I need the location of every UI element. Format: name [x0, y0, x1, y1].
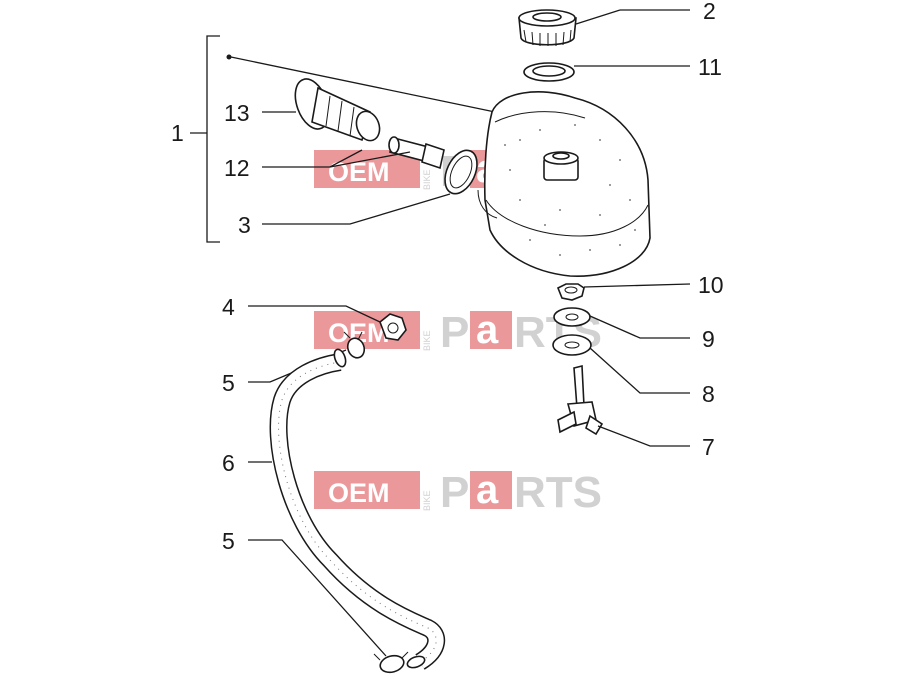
- callout-4: 4: [222, 294, 235, 320]
- leader-4: [248, 305, 381, 323]
- leader-10: [583, 283, 691, 288]
- hose-clip-upper[interactable]: [343, 331, 367, 360]
- callout-5-lower: 5: [222, 528, 235, 554]
- assembly-bracket: [206, 35, 220, 243]
- leader-5b: [248, 539, 387, 657]
- callout-11: 11: [698, 54, 722, 80]
- oil-hose[interactable]: [269, 348, 446, 670]
- callout-1: 1: [171, 120, 184, 146]
- watermark-bike-text: BIKE: [422, 490, 432, 511]
- watermark-p-text: P: [440, 308, 469, 357]
- assembly-dot: [226, 54, 232, 60]
- callout-8: 8: [702, 381, 715, 407]
- callout-12: 12: [224, 155, 250, 181]
- washer-8[interactable]: [552, 334, 592, 356]
- callout-5-upper: 5: [222, 370, 235, 396]
- leader-3: [262, 193, 451, 225]
- watermark-a-text: a: [476, 468, 499, 512]
- watermark-bottom: OEM BIKE P a RTS: [314, 468, 602, 517]
- leader-2: [575, 9, 621, 25]
- watermark-bike-text: BIKE: [422, 169, 432, 190]
- watermark-bike-text: BIKE: [422, 330, 432, 351]
- callout-13: 13: [224, 100, 250, 126]
- oil-tank[interactable]: [477, 91, 651, 277]
- watermark-rts-text: RTS: [514, 468, 602, 517]
- nut-10[interactable]: [556, 283, 585, 301]
- callout-10: 10: [698, 272, 724, 298]
- leader-1-tank: [230, 56, 496, 113]
- callout-9: 9: [702, 326, 715, 352]
- fuel-tap[interactable]: [557, 364, 604, 436]
- filler-strainer[interactable]: [289, 74, 383, 143]
- watermark-p-text: P: [440, 468, 469, 517]
- watermark-a-text: a: [476, 308, 499, 352]
- nut-4[interactable]: [379, 313, 407, 341]
- filler-cap[interactable]: [518, 9, 577, 46]
- tank-outlet-fitting[interactable]: [388, 136, 445, 170]
- callout-7: 7: [702, 434, 715, 460]
- leader-9: [589, 315, 690, 339]
- callout-6: 6: [222, 450, 235, 476]
- hose-clip-lower[interactable]: [373, 651, 409, 675]
- callout-2: 2: [703, 0, 716, 24]
- cap-gasket[interactable]: [523, 62, 575, 82]
- tank-filler-neck: [543, 151, 579, 181]
- leader-8: [589, 347, 690, 394]
- washer-9[interactable]: [553, 307, 591, 327]
- leader-7: [597, 425, 690, 447]
- o-ring[interactable]: [439, 145, 484, 199]
- callout-3: 3: [238, 212, 251, 238]
- watermark-oem-text: OEM: [328, 478, 390, 508]
- leader-12b: [329, 151, 411, 168]
